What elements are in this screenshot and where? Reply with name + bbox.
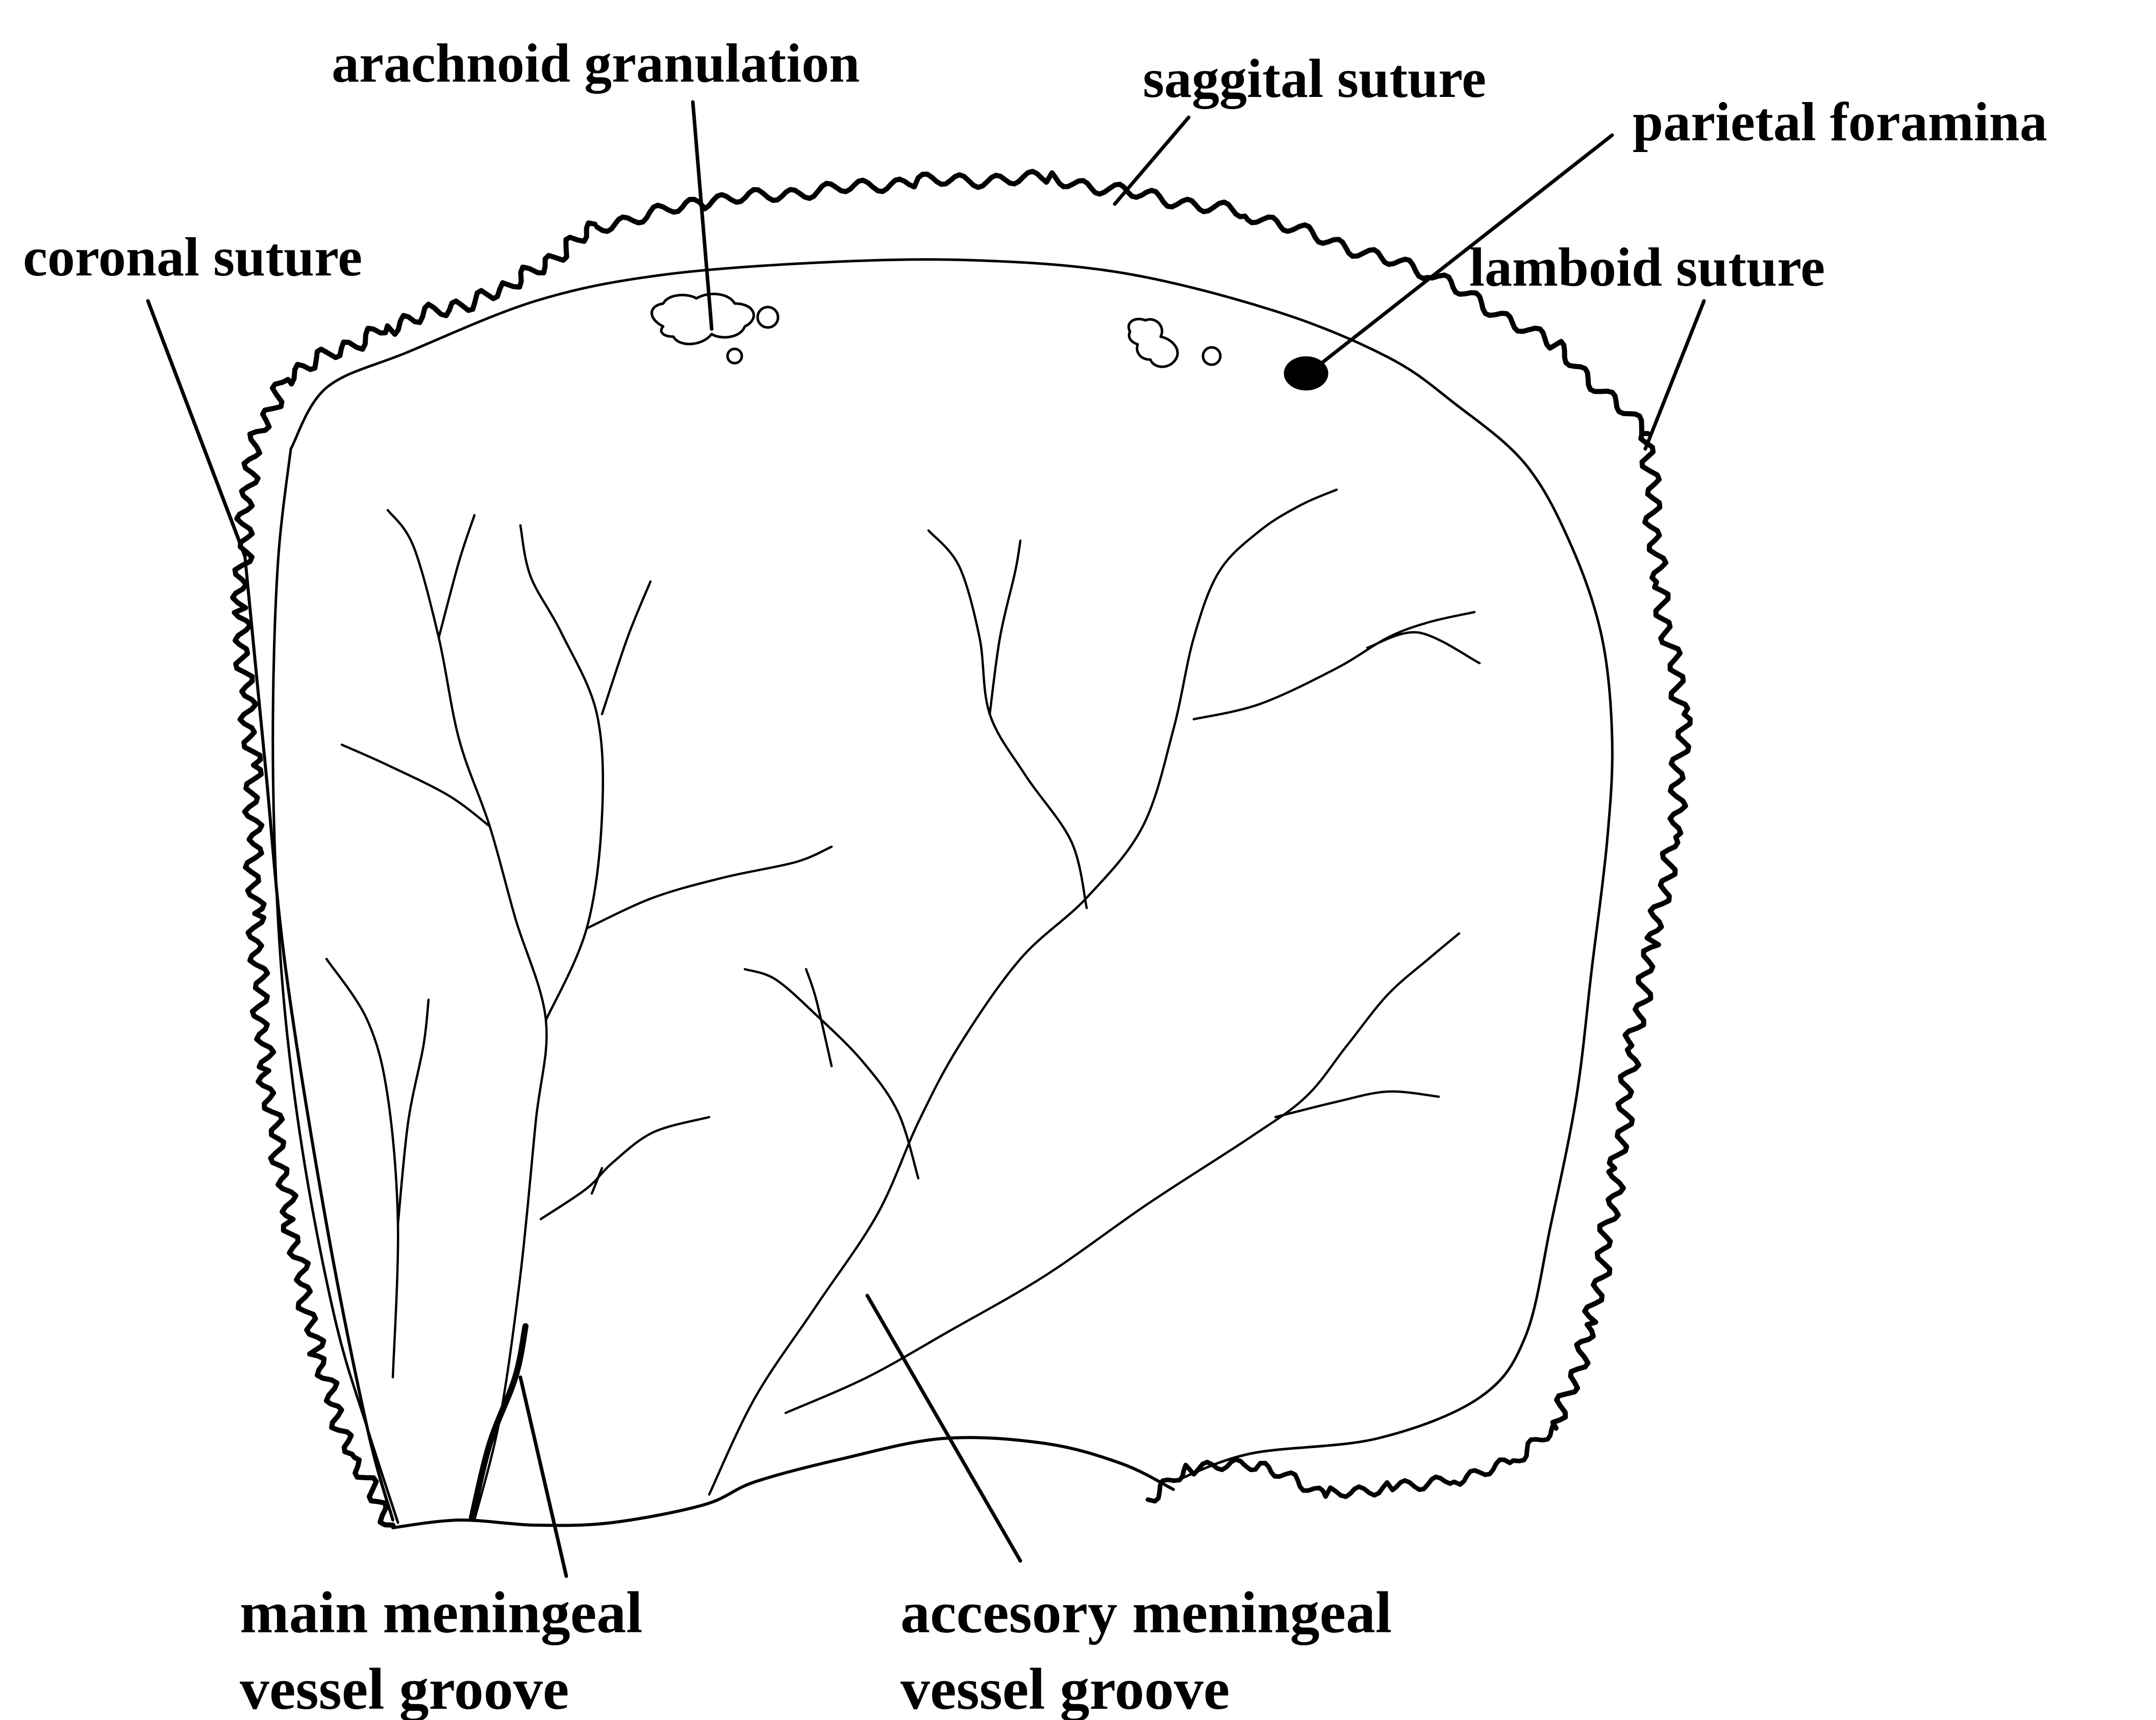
- granulation-pit-1: [652, 294, 754, 344]
- surface-features: [652, 294, 1328, 390]
- vessel-groove-4: [602, 581, 650, 714]
- label-saggital-suture: saggital suture: [1143, 48, 1486, 109]
- label-lamboid-suture: lamboid suture: [1469, 237, 1825, 298]
- bone-outer-outline: [233, 171, 1690, 1525]
- vessel-groove-6: [587, 847, 832, 928]
- vessel-groove-16: [745, 969, 918, 1178]
- vessel-groove-3: [520, 525, 603, 1020]
- label-main-meningeal-line1: main meningeal: [240, 1580, 642, 1646]
- granulation-pit-2: [758, 307, 778, 327]
- vessel-groove-15: [1367, 632, 1480, 663]
- sagittal-suture-edge: [597, 171, 1648, 434]
- label-accesory-meningeal-line2: vessel groove: [900, 1657, 1230, 1720]
- lambdoid-suture-edge: [1553, 434, 1690, 1428]
- label-arachnoid-granulation: arachnoid granulation: [332, 33, 860, 94]
- vessel-groove-11: [709, 490, 1337, 1495]
- vessel-groove-8: [398, 1000, 429, 1224]
- vessel-groove-7: [327, 959, 398, 1377]
- vessel-groove-2: [439, 515, 474, 638]
- leader-lines: [148, 102, 1704, 1576]
- vessel-groove-1: [388, 510, 546, 1520]
- coronal-suture-edge: [233, 223, 595, 1525]
- label-parietal-foramina: parietal foramina: [1633, 92, 2047, 153]
- main-trunk-thick: [472, 1326, 525, 1517]
- inferior-border: [393, 1437, 1173, 1528]
- inner-anterior-edge: [273, 449, 398, 1523]
- vessel-groove-13: [990, 541, 1020, 714]
- vessel-groove-9: [541, 1117, 709, 1219]
- label-main-meningeal-line2: vessel groove: [240, 1657, 569, 1720]
- vessel-groove-5: [342, 745, 490, 826]
- vessel-groove-18: [786, 933, 1459, 1413]
- vessel-groove-14: [1194, 612, 1474, 719]
- leader-lamboid-suture: [1645, 301, 1704, 449]
- granulation-pit-3: [728, 349, 742, 363]
- vessel-groove-12: [929, 530, 1087, 908]
- label-accesory-meningeal-line1: accesory meningeal: [900, 1580, 1392, 1646]
- squamous-suture-edge: [1148, 1425, 1553, 1501]
- vessel-groove-19: [1275, 1092, 1439, 1117]
- vessel-grooves: [327, 490, 1480, 1520]
- vessel-groove-10: [592, 1168, 602, 1194]
- granulation-pit-5: [1203, 347, 1220, 365]
- granulation-pit-4: [1129, 319, 1177, 367]
- bone-inner-outline: [273, 260, 1613, 1528]
- leader-main-meningeal: [520, 1377, 566, 1576]
- leader-coronal-suture: [148, 301, 245, 556]
- inner-table-edge: [291, 260, 1612, 1482]
- label-coronal-suture: coronal suture: [23, 227, 362, 288]
